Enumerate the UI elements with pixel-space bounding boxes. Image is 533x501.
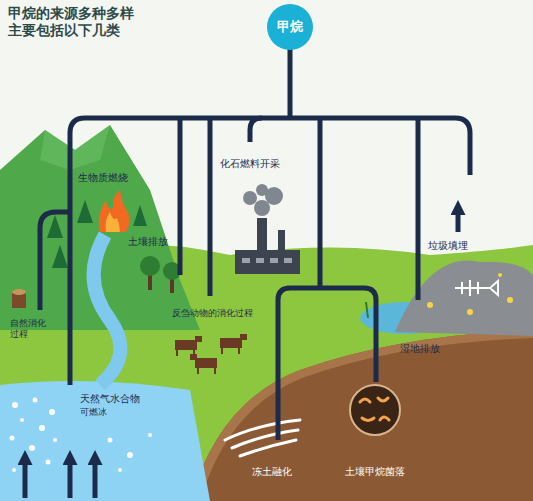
- source-label: 自然消化过程: [10, 318, 48, 340]
- source-label: 生物质燃烧: [78, 172, 128, 184]
- source-label: 湿地排放: [400, 343, 440, 355]
- node-text: 甲烷: [277, 18, 303, 36]
- source-label: 土壤排放: [128, 236, 168, 248]
- source-label: 反刍动物的消化过程: [172, 308, 253, 319]
- source-label: 垃圾填埋: [428, 240, 468, 252]
- source-label: 化石燃料开采: [220, 158, 280, 170]
- source-label: 冻土融化: [252, 466, 292, 478]
- title-text: 甲烷的来源多种多样 主要包括以下几类: [8, 5, 140, 39]
- target-circle: 甲烷: [267, 4, 313, 50]
- source-label: 可燃冰: [80, 407, 107, 418]
- source-label: 土壤甲烷菌落: [345, 466, 405, 478]
- source-label: 天然气水合物: [80, 393, 140, 405]
